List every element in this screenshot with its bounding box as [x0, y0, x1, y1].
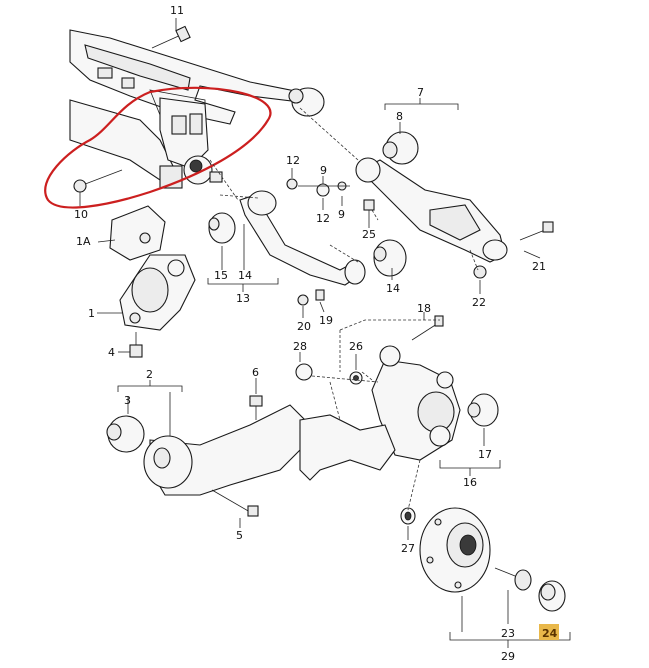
- wheel-hub-29[interactable]: [419, 507, 491, 593]
- label-2: 2: [146, 368, 153, 381]
- label-28: 28: [293, 340, 307, 353]
- nut-20[interactable]: [297, 294, 309, 306]
- label-1A: 1A: [76, 235, 91, 248]
- label-29: 29: [501, 650, 515, 663]
- bolt-18[interactable]: [411, 315, 444, 341]
- clip-19[interactable]: [315, 289, 325, 301]
- part-labels: 11 7 8 12 9 9 12 25 10 1A 15 14 13 14 21…: [74, 4, 559, 663]
- label-22: 22: [472, 296, 486, 309]
- nut-22[interactable]: [473, 265, 487, 279]
- label-24: 24: [542, 627, 558, 640]
- bushing-8[interactable]: [382, 131, 419, 165]
- dust-cap-24[interactable]: [538, 580, 566, 612]
- label-10: 10: [74, 208, 88, 221]
- label-24-highlight: [539, 624, 559, 640]
- label-15: 15: [214, 269, 228, 282]
- label-4: 4: [108, 346, 115, 359]
- label-9-top: 9: [320, 164, 327, 177]
- label-20: 20: [297, 320, 311, 333]
- label-27: 27: [401, 542, 415, 555]
- label-12-top: 12: [286, 154, 300, 167]
- cover-1A[interactable]: [109, 205, 166, 261]
- bolt-11[interactable]: [151, 25, 191, 49]
- subframe-bushing[interactable]: [288, 87, 325, 117]
- label-7: 7: [417, 86, 424, 99]
- label-14-right: 14: [386, 282, 400, 295]
- label-14-left: 14: [238, 269, 252, 282]
- label-23: 23: [501, 627, 515, 640]
- mounting-bracket-1[interactable]: [119, 254, 196, 331]
- part-28[interactable]: [295, 363, 313, 381]
- bolt-10[interactable]: [73, 169, 123, 193]
- bolt-5[interactable]: [211, 489, 259, 517]
- bushing-14[interactable]: [373, 239, 407, 277]
- label-1: 1: [88, 307, 95, 320]
- label-19: 19: [319, 314, 333, 327]
- label-3: 3: [124, 394, 131, 407]
- bushing-17[interactable]: [467, 393, 499, 427]
- bushing-3[interactable]: [106, 415, 145, 453]
- washer-26[interactable]: [349, 371, 363, 385]
- seal-27[interactable]: [400, 507, 416, 525]
- trailing-arm-2[interactable]: [143, 404, 396, 496]
- nut-12[interactable]: [286, 178, 350, 197]
- bolt-25[interactable]: [363, 199, 375, 222]
- label-18: 18: [417, 302, 431, 315]
- annotation-circle: [44, 86, 272, 209]
- upper-control-arm-13[interactable]: [208, 190, 366, 286]
- lower-arm-7[interactable]: [355, 157, 508, 263]
- label-11: 11: [170, 4, 184, 17]
- bolt-4[interactable]: [129, 332, 143, 358]
- label-16: 16: [463, 476, 477, 489]
- label-6: 6: [252, 366, 259, 379]
- label-26: 26: [349, 340, 363, 353]
- label-21: 21: [532, 260, 546, 273]
- label-17: 17: [478, 448, 492, 461]
- leader-lines: [79, 18, 571, 648]
- label-25: 25: [362, 228, 376, 241]
- label-9-bottom: 9: [338, 208, 345, 221]
- axle-bolt-23[interactable]: [494, 567, 532, 591]
- wheel-bearing-housing[interactable]: [371, 345, 461, 461]
- bolt-6[interactable]: [249, 395, 263, 420]
- bolt-21[interactable]: [519, 221, 554, 241]
- label-12-bottom: 12: [316, 212, 330, 225]
- label-5: 5: [236, 529, 243, 542]
- label-8: 8: [396, 110, 403, 123]
- label-13: 13: [236, 292, 250, 305]
